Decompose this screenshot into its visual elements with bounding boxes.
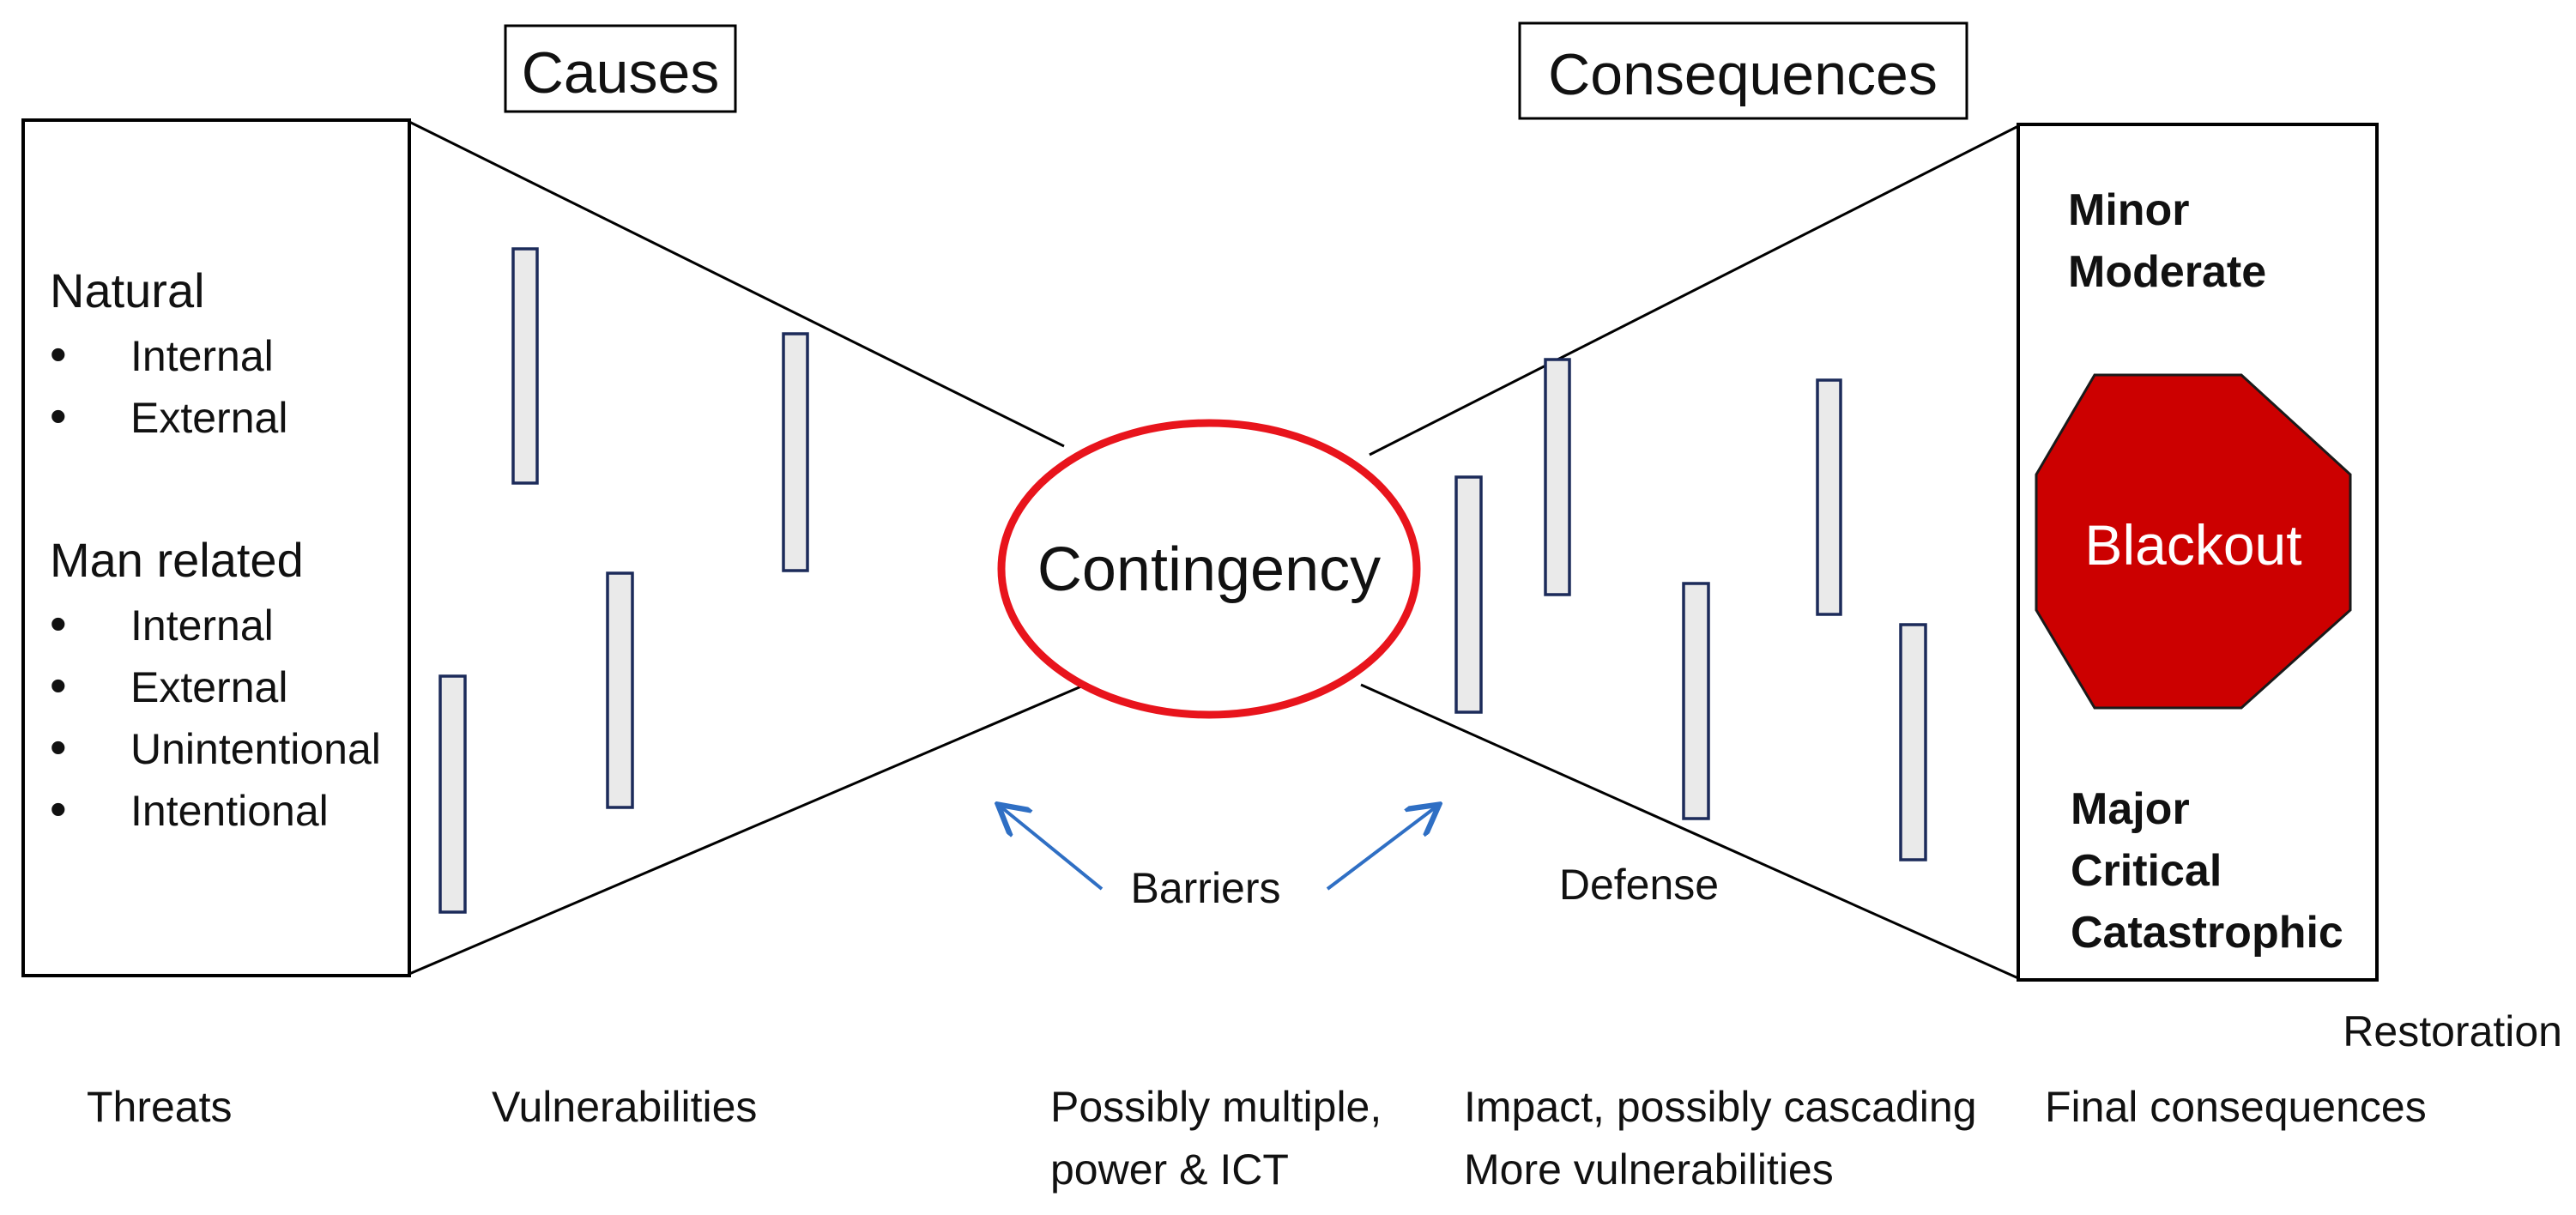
stage-labels: Threats Vulnerabilities Possibly multipl… <box>87 1083 2427 1194</box>
severity-moderate: Moderate <box>2068 247 2266 297</box>
severity-critical: Critical <box>2071 846 2222 896</box>
defense-barriers <box>1454 358 1927 861</box>
barrier-arrows <box>1001 807 1436 891</box>
stage-vulnerabilities: Vulnerabilities <box>492 1083 757 1131</box>
defense-bar <box>1544 358 1571 596</box>
man-related-heading: Man related <box>50 533 304 587</box>
man-item-unintentional: Unintentional <box>130 725 381 773</box>
stage-contingency-note-line1: Possibly multiple, <box>1050 1083 1382 1131</box>
natural-heading: Natural <box>50 263 205 317</box>
barrier-bar <box>782 332 809 572</box>
contingency-node: Contingency <box>997 419 1421 719</box>
severity-scale: Minor Moderate Blackout Major Critical C… <box>2035 185 2352 958</box>
causes-title-box: Causes <box>504 24 737 113</box>
stage-contingency-note-line2: power & ICT <box>1050 1145 1289 1194</box>
man-item-internal: Internal <box>130 601 274 650</box>
stage-impact-line2: More vulnerabilities <box>1464 1145 1834 1194</box>
blackout-stop-sign: Blackout <box>2035 373 2352 710</box>
barrier-bar <box>511 247 539 485</box>
severity-catastrophic: Catastrophic <box>2071 908 2343 958</box>
bullet: • <box>50 720 67 774</box>
defense-bar <box>1816 378 1842 616</box>
defense-bar <box>1454 475 1483 714</box>
consequences-title-box: Consequences <box>1518 21 1968 120</box>
arrow-left <box>1001 807 1104 891</box>
causes-title: Causes <box>522 40 720 106</box>
bullet: • <box>50 327 67 381</box>
contingency-label: Contingency <box>1037 535 1381 604</box>
bullet: • <box>50 782 67 836</box>
defense-bar <box>1682 582 1710 820</box>
arrow-right <box>1326 807 1436 891</box>
bullet: • <box>50 596 67 650</box>
bullet: • <box>50 658 67 712</box>
barrier-bar <box>606 571 634 809</box>
severity-minor: Minor <box>2068 185 2190 235</box>
threats-box <box>21 118 411 977</box>
restoration-label: Restoration <box>2343 1007 2562 1055</box>
stage-threats: Threats <box>87 1083 233 1131</box>
defense-bar <box>1899 623 1927 861</box>
threats-list: Natural • Internal • External Man relate… <box>50 263 381 836</box>
vulnerability-barriers <box>438 247 809 914</box>
natural-item-external: External <box>130 394 287 442</box>
consequences-title: Consequences <box>1548 42 1938 107</box>
bowtie-outline <box>408 120 2019 980</box>
severity-major: Major <box>2071 784 2190 834</box>
stage-impact-line1: Impact, possibly cascading <box>1464 1083 1977 1131</box>
bullet: • <box>50 389 67 443</box>
man-item-external: External <box>130 663 287 711</box>
stage-final: Final consequences <box>2045 1083 2427 1131</box>
defense-label: Defense <box>1559 861 1719 909</box>
natural-item-internal: Internal <box>130 332 274 380</box>
blackout-label: Blackout <box>2084 513 2301 577</box>
man-item-intentional: Intentional <box>130 787 329 835</box>
barrier-bar <box>438 674 467 914</box>
barriers-label: Barriers <box>1130 864 1280 912</box>
